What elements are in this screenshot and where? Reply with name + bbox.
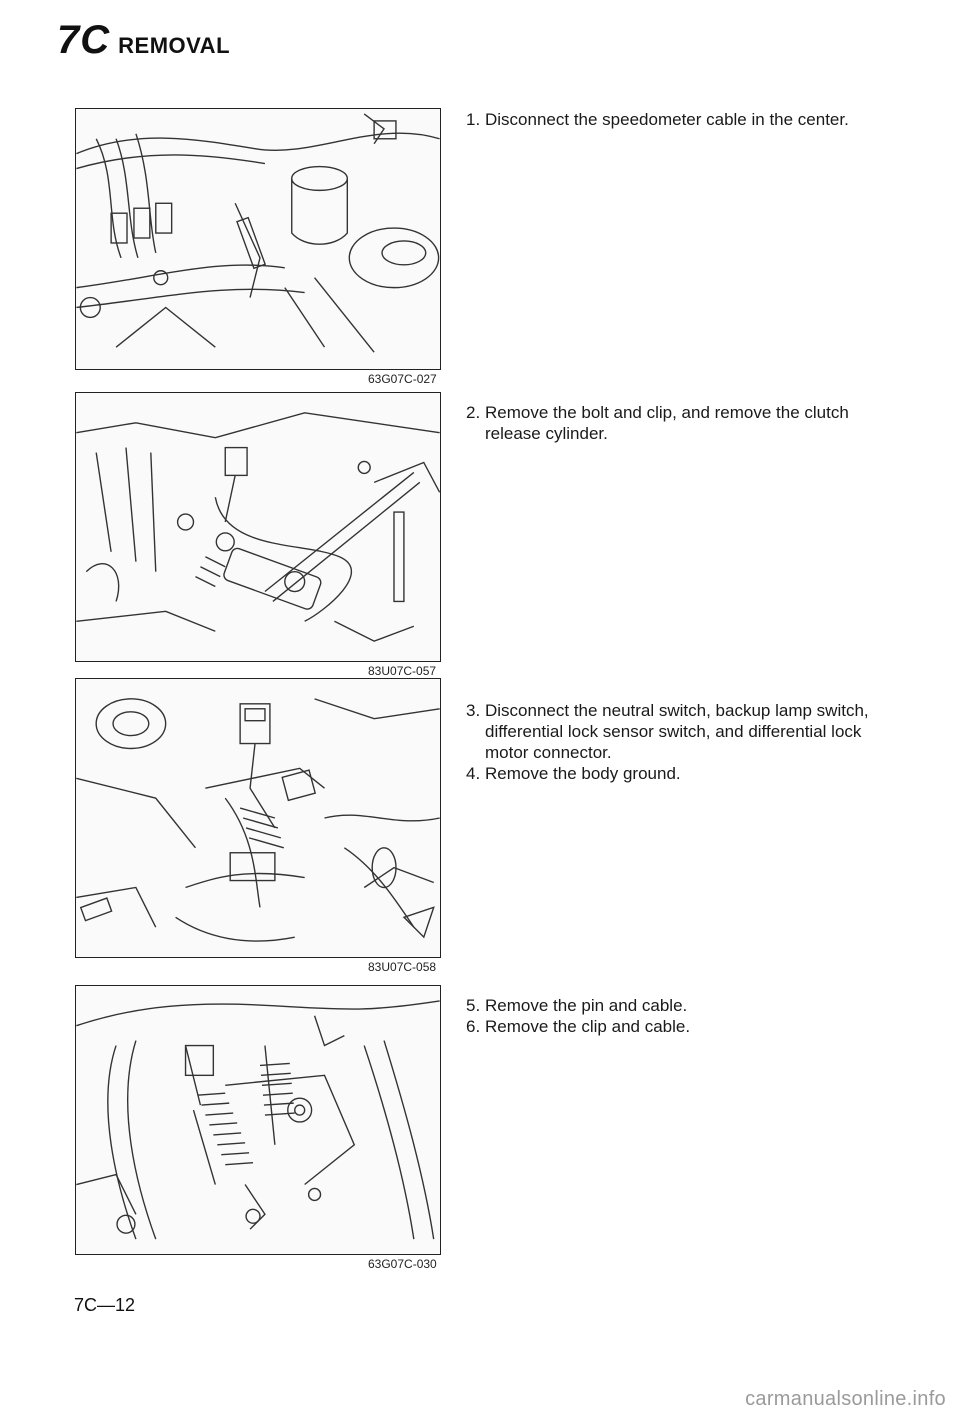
step-number: 5. (466, 996, 481, 1015)
figure-illustration (76, 698, 440, 942)
figure-illustration (76, 1000, 440, 1240)
step-text: Remove the pin and cable. (485, 996, 688, 1015)
figure-code: 83U07C-058 (368, 960, 437, 974)
figure-speedometer-cable (75, 108, 441, 370)
figure-illustration (76, 412, 440, 642)
figure-illustration (76, 113, 440, 353)
step-text: Remove the body ground. (485, 764, 681, 783)
step-text: Disconnect the speedometer cable in the … (485, 110, 849, 129)
figure-clutch-release-cylinder (75, 392, 441, 662)
step-2: 2.Remove the bolt and clip, and remove t… (466, 402, 886, 444)
step-number: 3. (466, 701, 481, 720)
figure-code: 63G07C-027 (368, 372, 437, 386)
page-number: 7C—12 (74, 1295, 136, 1315)
step-5-6: 5.Remove the pin and cable. 6.Remove the… (466, 995, 886, 1037)
step-number: 1. (466, 110, 481, 129)
figure-pin-clip-cable (75, 985, 441, 1255)
step-number: 2. (466, 403, 481, 422)
section-number: 7C (57, 18, 111, 62)
step-text: Disconnect the neutral switch, backup la… (485, 701, 869, 762)
page-header: 7C REMOVAL (57, 18, 230, 63)
step-text: Remove the clip and cable. (485, 1017, 691, 1036)
section-title: REMOVAL (118, 33, 231, 58)
figure-code: 83U07C-057 (368, 664, 437, 678)
step-number: 4. (466, 764, 481, 783)
figure-code: 63G07C-030 (368, 1257, 437, 1271)
step-1: 1.Disconnect the speedometer cable in th… (466, 109, 886, 130)
step-text: Remove the bolt and clip, and remove the… (485, 403, 849, 443)
watermark: carmanualsonline.info (745, 1388, 946, 1410)
figure-switch-connectors (75, 678, 441, 958)
step-number: 6. (466, 1017, 481, 1036)
step-3-4: 3.Disconnect the neutral switch, backup … (466, 700, 886, 784)
